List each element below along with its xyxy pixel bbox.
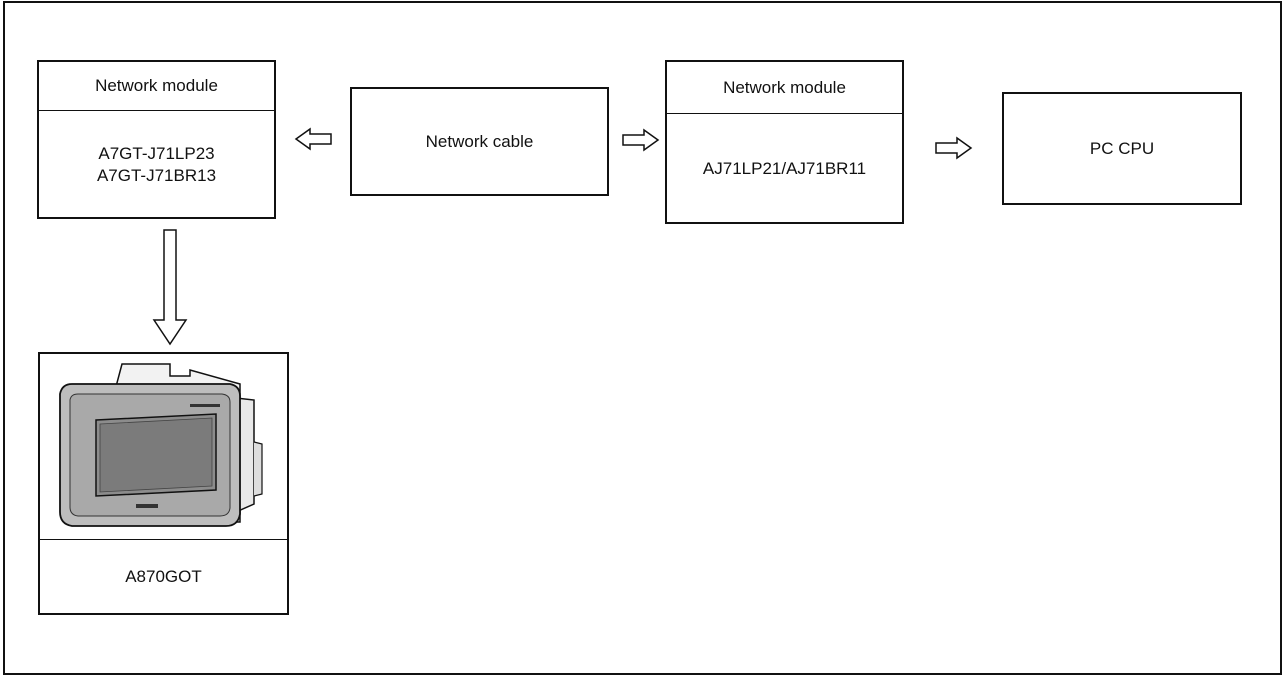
pc-cpu-box: PC CPU: [1002, 92, 1242, 205]
right-module-model: AJ71LP21/AJ71BR11: [702, 158, 867, 178]
network-cable-label: Network cable: [425, 131, 534, 151]
module-to-cpu-arrow: [935, 136, 973, 160]
left-module-model-1: A7GT-J71LP23: [98, 143, 215, 163]
left-network-module-header: Network module: [39, 62, 274, 111]
cable-to-right-module-arrow: [622, 128, 660, 152]
right-network-module-header: Network module: [667, 62, 902, 114]
cable-to-left-module-arrow: [294, 127, 332, 151]
got-unit-box: A870GOT: [38, 352, 289, 615]
left-module-model-2: A7GT-J71BR13: [96, 165, 217, 185]
left-network-module-models: A7GT-J71LP23 A7GT-J71BR13: [39, 111, 274, 218]
diagram-frame: [3, 1, 1282, 675]
got-label: A870GOT: [125, 567, 202, 586]
pc-cpu-label: PC CPU: [1089, 138, 1155, 158]
got-panel-icon: [59, 363, 263, 527]
network-cable-box: Network cable: [350, 87, 609, 196]
right-network-module-model: AJ71LP21/AJ71BR11: [667, 114, 902, 223]
got-unit-illustration: [40, 354, 287, 540]
left-network-module-box: Network module A7GT-J71LP23 A7GT-J71BR13: [37, 60, 276, 219]
right-network-module-box: Network module AJ71LP21/AJ71BR11: [665, 60, 904, 224]
module-to-got-arrow: [152, 229, 188, 346]
